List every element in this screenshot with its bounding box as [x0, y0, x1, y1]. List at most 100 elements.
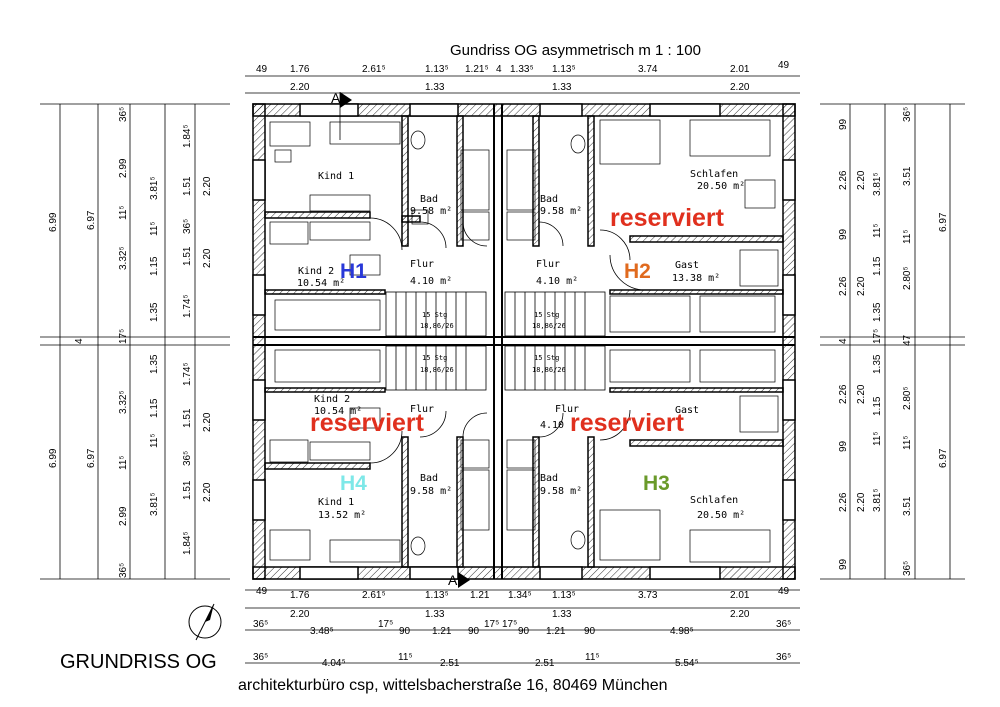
dim-value: 1.51: [182, 480, 193, 500]
room-bad-bl: Bad: [420, 473, 438, 484]
dim-value: 4.04⁵: [322, 658, 346, 669]
house-label-h4: H4: [340, 472, 367, 495]
room-kind2-top: Kind 2: [298, 266, 334, 277]
dim-value: 2.20: [290, 82, 310, 93]
dim-value: 1.21: [432, 626, 452, 637]
room-kind2-bot: Kind 2: [314, 394, 350, 405]
outer-wall-left: [252, 103, 266, 580]
dim-value: 1.74⁵: [182, 362, 193, 386]
dim-value: 2.80⁵: [902, 386, 913, 410]
dim-value: 3.81⁵: [872, 488, 883, 512]
room-bad-bl-area: 9.58 m²: [410, 486, 452, 497]
dim-value: 1.35: [872, 302, 883, 322]
dim-value: 49: [256, 586, 268, 597]
stair-bottom-left: [385, 345, 487, 391]
dim-value: 99: [838, 558, 849, 570]
stair-bottom-right: [504, 345, 606, 391]
dim-value: 6.99: [48, 212, 59, 232]
dim-value: 11⁵: [149, 221, 160, 236]
dim-value: 3.48⁵: [310, 626, 334, 637]
dim-value: 17⁵: [484, 619, 499, 630]
dim-value: 36⁵: [118, 107, 129, 122]
dim-value: 1.33: [425, 609, 445, 620]
dim-value: 49: [778, 60, 790, 71]
section-label-top: A: [331, 90, 341, 106]
dim-value: 11⁵: [902, 229, 913, 244]
dims-bottom-row3: 36⁵ 3.48⁵ 17⁵ 90 1.21 90 17⁵ 17⁵ 90 1.21…: [253, 619, 791, 637]
dim-value: 4.98⁵: [670, 626, 694, 637]
dim-value: 2.01: [730, 590, 750, 601]
dims-top-row1: 49 1.76 2.61⁵ 1.13⁵ 1.21⁵ 4 1.33⁵ 1.13⁵ …: [256, 60, 790, 75]
house-label-h1: H1: [340, 260, 367, 283]
dim-value: 2.99: [118, 158, 129, 178]
room-labels: Kind 1 Kind 2 10.54 m² Bad 9.58 m² Bad 9…: [297, 169, 745, 521]
dim-value: 1.13⁵: [425, 64, 449, 75]
dims-top-row2: 2.20 1.33 1.33 2.20: [290, 82, 750, 93]
dim-value: 2.99: [118, 506, 129, 526]
outer-wall-right: [782, 103, 796, 580]
dim-value: 1.34⁵: [508, 590, 532, 601]
dim-value: 90: [399, 626, 411, 637]
dim-value: 6.97: [86, 448, 97, 468]
room-flur-br: Flur: [555, 404, 579, 415]
dim-value: 1.13⁵: [552, 64, 576, 75]
room-schlafen-top: Schlafen: [690, 169, 738, 180]
stair-top-right: [504, 291, 606, 337]
dim-value: 1.33: [552, 82, 572, 93]
house-label-h3: H3: [643, 472, 670, 495]
plan-title: Gundriss OG asymmetrisch m 1 : 100: [450, 42, 701, 59]
furniture: [269, 119, 779, 563]
dimension-lines: [40, 75, 965, 664]
stair-bl-l2: 18,86/26: [420, 366, 454, 374]
room-kind1-bot: Kind 1: [318, 497, 354, 508]
dim-value: 90: [584, 626, 596, 637]
building: A A: [252, 90, 796, 588]
dim-value: 99: [838, 228, 849, 240]
dim-value: 11⁵: [149, 433, 160, 448]
dim-value: 6.97: [938, 448, 949, 468]
dim-value: 11⁵: [398, 652, 413, 663]
room-bad-tr-area: 9.58 m²: [540, 206, 582, 217]
office-address: architekturbüro csp, wittelsbacherstraße…: [238, 677, 668, 694]
section-label-bottom: A: [448, 572, 458, 588]
dim-value: 6.97: [938, 212, 949, 232]
dims-right: 99 2.26 99 2.26 4 2.26 99 2.26 99 2.20 2…: [838, 107, 949, 576]
dim-value: 1.51: [182, 246, 193, 266]
dim-value: 17⁵: [502, 619, 517, 630]
room-flur-bl: Flur: [410, 404, 434, 415]
dim-value: 11⁵: [872, 223, 883, 238]
dim-value: 2.20: [202, 482, 213, 502]
dim-value: 99: [838, 118, 849, 130]
dim-value: 36⁵: [902, 561, 913, 576]
section-arrow-bottom: [458, 572, 470, 588]
dim-value: 2.20: [730, 82, 750, 93]
room-flur-tr: Flur: [536, 259, 560, 270]
dim-value: 36⁵: [253, 619, 268, 630]
room-gast-bot: Gast: [675, 405, 699, 416]
dim-value: 49: [778, 586, 790, 597]
dim-value: 11⁵: [118, 455, 129, 470]
dim-value: 2.20: [202, 248, 213, 268]
room-gast-top-area: 13.38 m²: [672, 273, 720, 284]
dim-value: 2.26: [838, 384, 849, 404]
dim-value: 3.51: [902, 496, 913, 516]
room-kind1-bot-area: 13.52 m²: [318, 510, 366, 521]
stair-top-left: [385, 291, 487, 337]
dim-value: 1.33: [552, 609, 572, 620]
dim-value: 90: [518, 626, 530, 637]
dim-value: 3.32⁵: [118, 390, 129, 414]
dim-value: 2.01: [730, 64, 750, 75]
reserved-h2: reserviert: [610, 204, 725, 232]
dim-value: 1.21: [546, 626, 566, 637]
dim-value: 1.74⁵: [182, 294, 193, 318]
room-flur-br-area: 4.10: [540, 420, 564, 431]
dim-value: 17⁵: [378, 619, 393, 630]
dim-value: 1.21⁵: [465, 64, 489, 75]
dim-value: 36⁵: [118, 563, 129, 578]
room-flur-tr-area: 4.10 m²: [536, 276, 578, 287]
stair-bl-l1: 15 Stg: [422, 354, 447, 362]
dims-bottom-row4: 36⁵ 4.04⁵ 11⁵ 2.51 2.51 11⁵ 5.54⁵ 36⁵: [253, 652, 791, 669]
room-bad-tl: Bad: [420, 194, 438, 205]
dim-value: 3.32⁵: [118, 246, 129, 270]
